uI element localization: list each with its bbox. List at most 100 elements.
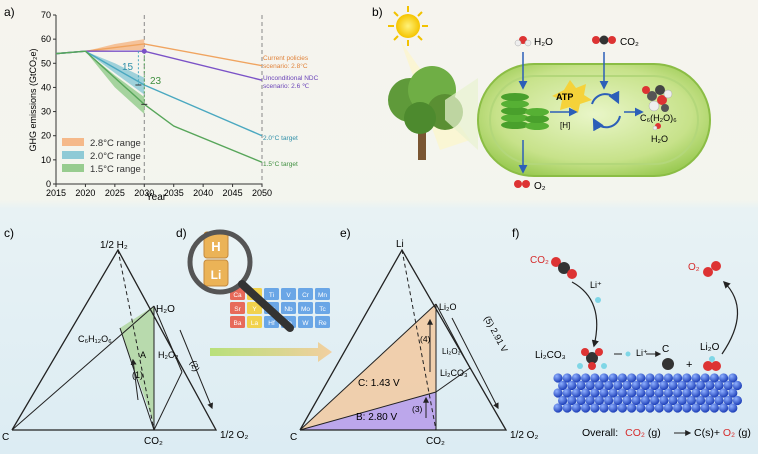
legend-label-15: 1.5°C range [90, 164, 141, 175]
element-tile [264, 288, 279, 300]
magnifier-icon [187, 229, 294, 332]
carbon-atom-icon [662, 358, 674, 370]
substrate-atom [594, 395, 605, 406]
c-vertex-h2: 1/2 H₂ [100, 240, 128, 251]
target-15-label: 1.5°C target [263, 160, 298, 168]
f-co2-label: CO₂ [530, 255, 549, 266]
atp-label: ATP [556, 92, 573, 102]
ternary-diagram-e [299, 248, 508, 431]
li-ion-icon [595, 297, 601, 303]
co2-in-label: CO₂ [620, 37, 639, 48]
element-symbol: Ca [233, 292, 242, 299]
overall-g2: (g) [738, 427, 751, 439]
substrate-atom [691, 373, 701, 383]
substrate-atom [705, 395, 715, 406]
substrate-atom [682, 388, 692, 398]
element-symbol: Nb [284, 306, 293, 313]
substrate-atom [705, 380, 715, 391]
substrate-atom [659, 395, 669, 406]
panel-a-label: a) [4, 5, 15, 19]
zoom-cone [445, 78, 478, 150]
substrate-atom [677, 380, 687, 391]
element-tile [315, 288, 330, 300]
substrate-atom [576, 395, 586, 406]
element-tile [281, 288, 296, 300]
substrate-atom [627, 403, 637, 413]
x-tick-label: 2025 [105, 188, 125, 198]
y-tick-label: 0 [46, 179, 51, 189]
ndc-label-2: scenario: 2.6 ℃ [263, 83, 310, 90]
substrate-atom [581, 388, 591, 398]
legend-label-28: 2.8°C range [90, 138, 141, 149]
panel-b-label: b) [372, 5, 383, 19]
f-arrow-in [571, 281, 599, 348]
f-li2co3-label: Li₂CO₃ [535, 350, 566, 361]
panel-c-label: c) [4, 226, 14, 240]
x-tick-label: 2030 [134, 188, 154, 198]
element-symbol: Cr [302, 292, 310, 299]
substrate-atom [585, 395, 595, 406]
c-path-1: (1) [132, 370, 143, 380]
e-vertex-o2: 1/2 O₂ [510, 430, 538, 441]
e-li2o2: Li₂O₂ [442, 347, 461, 356]
element-symbol: Hf [268, 320, 275, 327]
x-tick-label: 2020 [75, 188, 95, 198]
element-tile [315, 316, 330, 328]
substrate-atom [668, 380, 678, 391]
f-o2-label: O₂ [688, 262, 700, 273]
substrate-atom [673, 373, 683, 383]
thylakoid-stack-icon [501, 93, 549, 130]
f-arrow-out [721, 280, 739, 355]
substrate-atom [714, 380, 724, 391]
element-tile [247, 316, 262, 328]
substrate-atom [709, 388, 720, 398]
substrate-atom [668, 395, 678, 406]
element-tile [230, 302, 245, 314]
substrate-atom [590, 388, 600, 398]
c-path-2: (2) [188, 359, 201, 373]
x-tick-label: 2040 [193, 188, 213, 198]
sun-icon [388, 6, 428, 46]
water-out-label: H₂O [651, 134, 668, 144]
series-line [55, 50, 263, 137]
substrate-atom [617, 373, 628, 383]
overall-reaction: Overall: CO₂ (g) C(s)+ O₂ (g) [582, 427, 751, 439]
substrate-atom [654, 388, 664, 398]
substrate-atom [627, 388, 637, 398]
substrate-atom [622, 380, 632, 391]
e-label-c: C: 1.43 V [358, 378, 400, 389]
x-tick-label: 2050 [252, 188, 272, 198]
ndc-label-1: Unconditional NDC [263, 75, 319, 82]
overall-co2: CO₂ [625, 427, 645, 439]
substrate-atom [700, 388, 710, 398]
substrate-atom [645, 403, 655, 413]
ternary-diagram-c [11, 248, 218, 431]
substrate-atom [709, 403, 720, 413]
substrate-atom [590, 373, 600, 383]
x-tick-label: 2045 [223, 188, 243, 198]
substrate-atom [719, 373, 729, 383]
glucose-molecule-icon [642, 85, 673, 112]
substrate-atom [558, 395, 568, 406]
range-legend: 2.8°C range 2.0°C range 1.5°C range [62, 138, 141, 175]
substrate-atom [696, 395, 706, 406]
x-axis-label: Year [146, 192, 167, 203]
overall-g1: (g) [648, 427, 661, 439]
substrate-atom [673, 403, 683, 413]
substrate-atom [608, 388, 618, 398]
substrate-atom [599, 403, 609, 413]
substrate-atom [571, 403, 582, 413]
substrate-atom [700, 403, 710, 413]
substrate-atom [650, 380, 660, 391]
substrate-atom [581, 373, 591, 383]
substrate-atom [682, 403, 692, 413]
substrate-atom [581, 403, 591, 413]
svg-text:C(s)+ O₂ (g): C(s)+ O₂ (g) [694, 427, 751, 439]
substrate-atom [677, 395, 687, 406]
f-c-label: C [662, 344, 669, 355]
e-li2o: Li₂O [439, 302, 457, 312]
substrate-atom [617, 388, 628, 398]
series-line [55, 50, 263, 163]
o2-out-label: O₂ [534, 181, 546, 192]
